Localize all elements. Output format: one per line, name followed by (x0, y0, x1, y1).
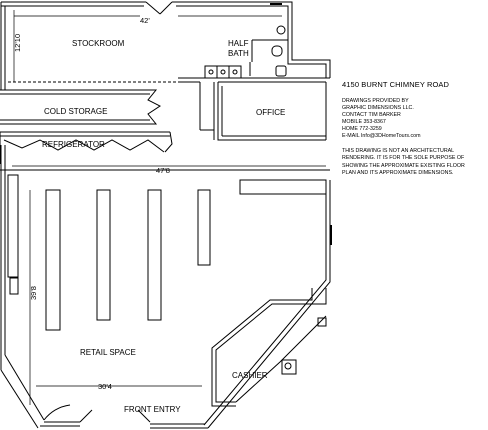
cold-storage-walls (0, 89, 161, 125)
corridor-walls (178, 77, 330, 130)
disclaimer-line: SHOWING THE APPROXIMATE EXISTING FLOOR (342, 162, 465, 169)
front-entry-label: FRONT ENTRY (124, 405, 181, 414)
mid-width-dimension: 47'8 (156, 166, 170, 175)
half-bath-label-2: BATH (228, 49, 249, 58)
credit-line: DRAWINGS PROVIDED BY (342, 98, 409, 104)
cold-storage-label: COLD STORAGE (44, 107, 107, 116)
shelves (7, 174, 327, 331)
top-width-dimension: 42' (140, 16, 150, 25)
credit-line: CONTACT TIM BARKER (342, 112, 401, 118)
left-height-dimension: 39'8 (29, 286, 38, 300)
disclaimer: THIS DRAWING IS NOT AN ARCHITECTURAL REN… (342, 148, 488, 177)
credit-line: GRAPHIC DIMENSIONS LLC. (342, 105, 414, 111)
dimension-lines (12, 10, 326, 405)
outer-wall (0, 1, 332, 429)
stockroom-depth-dimension: 12'10 (13, 34, 22, 52)
disclaimer-line: PLAN AND ITS APPROXIMATE DIMENSIONS. (342, 169, 454, 176)
front-width-dimension: 30'4 (98, 382, 112, 391)
credit-line: HOME 772-3259 (342, 126, 382, 132)
credits: DRAWINGS PROVIDED BY GRAPHIC DIMENSIONS … (342, 98, 488, 140)
property-address: 4150 BURNT CHIMNEY ROAD (342, 80, 450, 89)
cashier-label: CASHIER (232, 371, 268, 380)
front-entry-doors (43, 404, 151, 423)
office-label: OFFICE (256, 108, 285, 117)
half-bath-label: HALF (228, 39, 249, 48)
back-door (145, 1, 282, 15)
refrigerator-label: REFRIGERATOR (42, 140, 105, 149)
disclaimer-line: THIS DRAWING IS NOT AN ARCHITECTURAL (342, 148, 455, 154)
office-walls (200, 82, 327, 141)
refrigerator-walls (0, 131, 173, 164)
cashier-counter (211, 288, 327, 407)
retail-space-label: RETAIL SPACE (80, 348, 136, 357)
stockroom-label: STOCKROOM (72, 39, 125, 48)
info-panel: 4150 BURNT CHIMNEY ROAD DRAWINGS PROVIDE… (342, 80, 488, 177)
credit-line: MOBILE 353-8367 (342, 119, 386, 125)
disclaimer-line: RENDERING. IT IS FOR THE SOLE PURPOSE OF (342, 155, 465, 162)
credit-line: E-MAIL Info@3DHomeTours.com (342, 133, 421, 139)
